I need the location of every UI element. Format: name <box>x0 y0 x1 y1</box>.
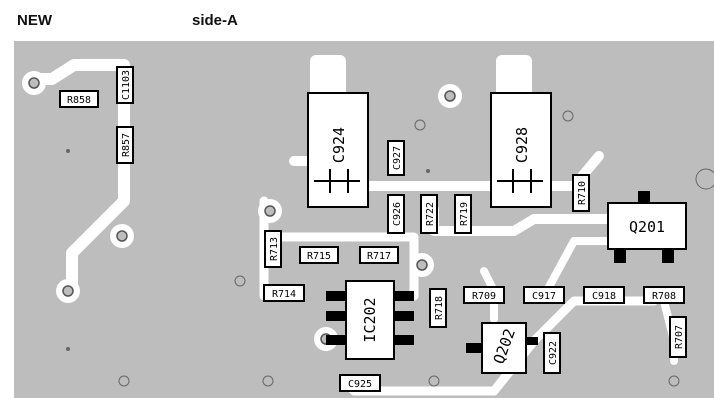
label-r858: R858 <box>67 95 91 106</box>
r708-body <box>643 286 685 304</box>
label-c928: C928 <box>513 127 531 163</box>
q201-body <box>607 202 687 250</box>
q202-body <box>481 322 527 374</box>
label-r715: R715 <box>307 251 331 262</box>
c922-body <box>543 332 561 374</box>
q201-package <box>607 191 687 263</box>
side-label: side-A <box>192 12 238 29</box>
c928-outline <box>490 92 552 208</box>
ring-2 <box>562 110 574 122</box>
r715-body <box>299 246 339 264</box>
r707-body <box>669 316 687 358</box>
label-r857: R857 <box>121 133 132 157</box>
via-2-hole <box>116 230 128 242</box>
label-r707: R707 <box>674 325 685 349</box>
c917-body <box>523 286 565 304</box>
label-r718: R718 <box>434 296 445 320</box>
q202-pin-left <box>466 343 486 353</box>
label-q201: Q201 <box>629 218 665 236</box>
dot-1 <box>66 149 70 153</box>
via-4-hole <box>444 90 456 102</box>
label-r722: R722 <box>425 202 436 226</box>
label-c1103: C1103 <box>121 70 132 100</box>
label-c918: C918 <box>592 291 616 302</box>
r714-body <box>263 284 305 302</box>
label-r710: R710 <box>577 181 588 205</box>
q201-pin-left <box>614 247 626 263</box>
c925-body <box>339 374 381 392</box>
ring-7 <box>695 168 714 190</box>
capacitor-pads <box>310 55 532 103</box>
r713-body <box>264 230 282 268</box>
dot-3 <box>426 169 430 173</box>
r709-body <box>463 286 505 304</box>
trace-left <box>28 59 130 295</box>
ring-6 <box>428 375 440 387</box>
label-c924: C924 <box>330 127 348 163</box>
c924-outline <box>307 92 369 208</box>
trace-mid <box>264 232 419 301</box>
label-r713: R713 <box>269 237 280 261</box>
r718-body <box>429 288 447 328</box>
label-r714: R714 <box>272 289 296 300</box>
dot-2 <box>66 347 70 351</box>
label-r708: R708 <box>652 291 676 302</box>
r722-body <box>420 194 438 234</box>
q201-pin-right <box>662 247 674 263</box>
electrolytic-caps <box>307 92 552 208</box>
r719-body <box>454 194 472 234</box>
pcb-layout: R858 C1103 R857 C924 C927 C926 R722 R719… <box>22 55 714 396</box>
ic202-body <box>345 280 395 360</box>
ring-3 <box>234 275 246 287</box>
q202-package <box>466 322 538 374</box>
c1103-body <box>116 66 134 104</box>
label-c927: C927 <box>392 146 403 170</box>
r710-body <box>572 174 590 212</box>
label-r709: R709 <box>472 291 496 302</box>
label-ic202: IC202 <box>361 297 379 342</box>
small-components <box>59 66 687 392</box>
via-5-hole <box>264 205 276 217</box>
vias <box>22 71 714 387</box>
via-6-hole <box>416 259 428 271</box>
label-c917: C917 <box>532 291 556 302</box>
ring-5 <box>262 375 274 387</box>
pcb-board: R858 C1103 R857 C924 C927 C926 R722 R719… <box>14 41 714 398</box>
label-r719: R719 <box>459 202 470 226</box>
r857-body <box>116 126 134 164</box>
ring-4 <box>118 375 130 387</box>
ic202-package <box>326 280 414 360</box>
r717-body <box>359 246 399 264</box>
ring-8 <box>668 375 680 387</box>
q202-pin-right <box>524 337 538 345</box>
label-c926: C926 <box>392 202 403 226</box>
component-labels: R858 C1103 R857 C924 C927 C926 R722 R719… <box>67 70 685 390</box>
new-label: NEW <box>17 12 52 29</box>
label-c925: C925 <box>348 379 372 390</box>
via-1-hole <box>28 77 40 89</box>
label-r717: R717 <box>367 251 391 262</box>
pad-c928-top <box>496 55 532 103</box>
ring-1 <box>414 119 426 131</box>
c918-body <box>583 286 625 304</box>
r858-body <box>59 90 99 108</box>
c926-body <box>387 194 405 234</box>
trace-right-mid <box>540 237 618 300</box>
via-3-hole <box>62 285 74 297</box>
pad-c924-top <box>310 55 346 103</box>
c928-pol <box>497 169 543 193</box>
c927-body <box>387 140 405 176</box>
label-c922: C922 <box>548 341 559 365</box>
c924-pol <box>314 169 360 193</box>
